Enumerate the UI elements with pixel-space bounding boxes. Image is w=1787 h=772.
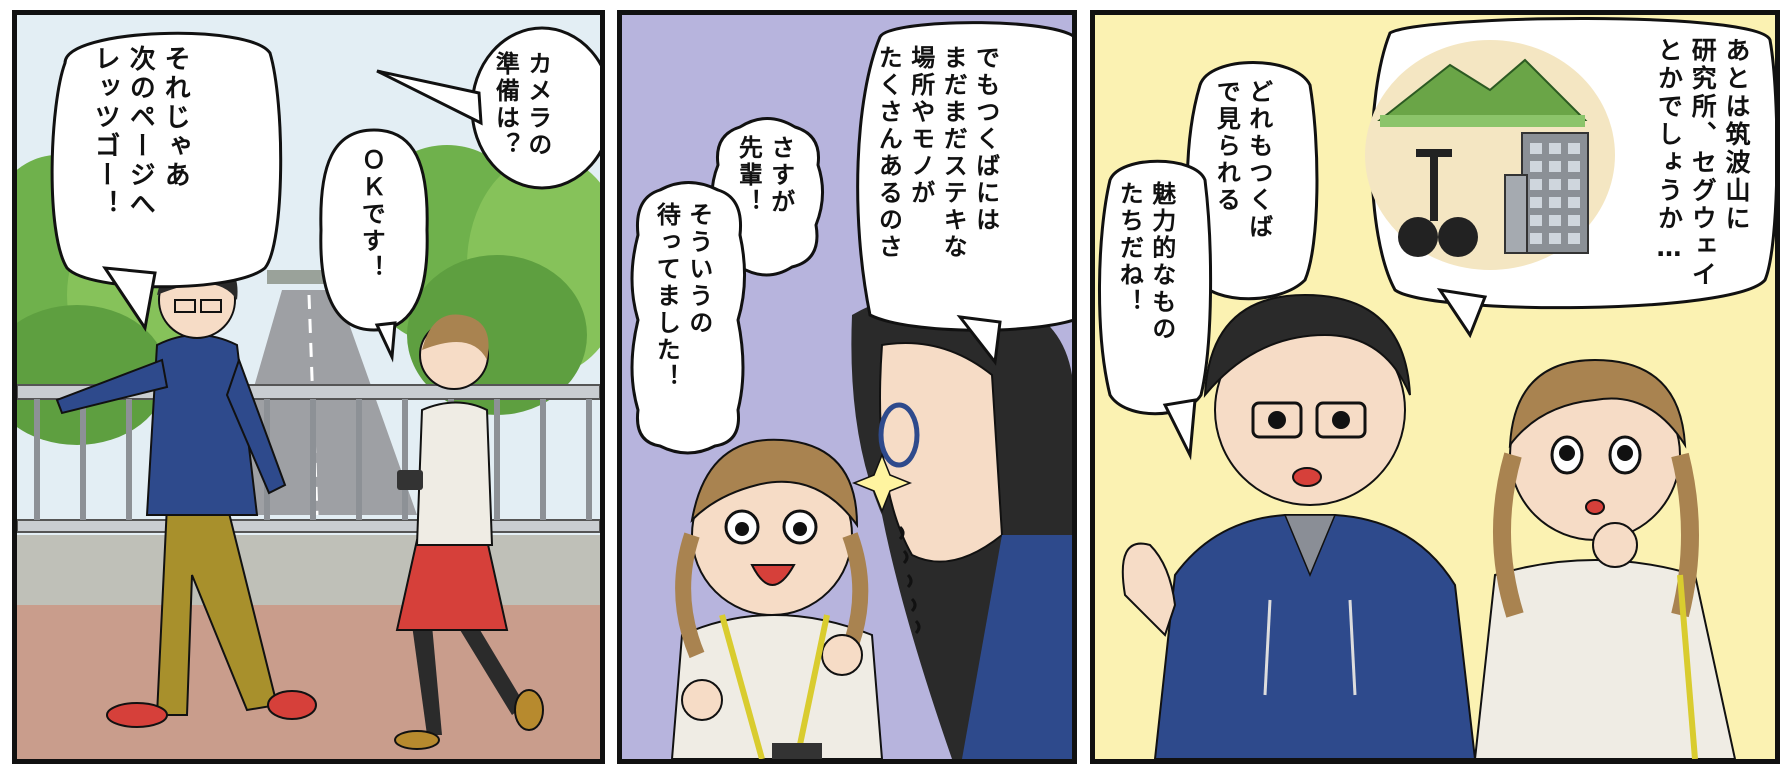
walkway xyxy=(17,605,600,759)
segway-icon xyxy=(1398,149,1478,257)
building-window xyxy=(1568,197,1580,208)
speech-bubble-ato-wa: あとは筑波山に 研究所、セグウェイ とかでしょうか… xyxy=(1350,15,1775,339)
girl-character xyxy=(394,314,544,750)
bubble-text-sasuga: さすが 先輩！ xyxy=(734,135,795,216)
speech-bubble-miryoku: 魅力的なもの たちだね！ xyxy=(1095,155,1213,461)
bubble-illustration-tsukuba-items xyxy=(1365,40,1615,270)
sparkle xyxy=(851,452,913,514)
bubble-text-doremo: どれもつくば で見られる xyxy=(1212,79,1273,241)
thought-bubble-souiu: そういうの 待ってました！ xyxy=(630,180,748,455)
building-window xyxy=(1549,161,1561,172)
building-window xyxy=(1530,161,1542,172)
research-building-icon xyxy=(1504,132,1589,254)
speech-bubble-ok: ＯＫです！ xyxy=(317,125,432,363)
bubble-text-lets-go: それじゃあ 次のページへ レッツゴー！ xyxy=(90,45,191,219)
walkway-curb xyxy=(17,535,600,605)
building-window xyxy=(1568,233,1580,244)
building-window xyxy=(1549,143,1561,154)
bubble-text-ok: ＯＫです！ xyxy=(357,147,386,282)
bubble-text-miryoku: 魅力的なもの たちだね！ xyxy=(1115,181,1176,343)
building-window xyxy=(1530,197,1542,208)
speech-bubble-demo-tsukuba: でもつくばには まだまだステキな 場所やモノが たくさんあるのさ xyxy=(850,17,1072,366)
mount-tsukuba-icon xyxy=(1377,58,1588,127)
speech-bubble-camera: カメラの 準備は？ xyxy=(376,23,600,190)
building-window xyxy=(1568,179,1580,190)
motion-lines xyxy=(898,525,921,635)
bubble-text-souiu: そういうの 待ってました！ xyxy=(652,202,713,391)
speech-bubble-lets-go: それじゃあ 次のページへ レッツゴー！ xyxy=(45,23,285,332)
building-window xyxy=(1530,179,1542,190)
building-window xyxy=(1549,233,1561,244)
building-window xyxy=(1549,215,1561,226)
comic-panel-2: でもつくばには まだまだステキな 場所やモノが たくさんあるのさ さすが 先輩！… xyxy=(617,10,1077,764)
speech-bubble-doremo: どれもつくば で見られる xyxy=(1180,55,1320,301)
panel-1-illustration xyxy=(17,145,600,759)
comic-panel-3: あとは筑波山に 研究所、セグウェイ とかでしょうか… どれもつくば で見られる … xyxy=(1090,10,1780,764)
kouhai-girl-character xyxy=(670,438,884,759)
bubble-text-camera: カメラの 準備は？ xyxy=(491,51,552,159)
building-window xyxy=(1549,179,1561,190)
panel-3-illustration xyxy=(1121,293,1737,759)
building-window xyxy=(1530,215,1542,226)
building-window xyxy=(1568,215,1580,226)
comic-panel-1: カメラの 準備は？ ＯＫです！ それじゃあ 次のページへ レッツゴー！ xyxy=(12,10,605,764)
senpai-character xyxy=(851,290,1072,759)
building-window xyxy=(1530,143,1542,154)
bubble-text-demo-tsukuba: でもつくばには まだまだステキな 場所やモノが たくさんあるのさ xyxy=(874,45,1000,261)
building-window xyxy=(1568,143,1580,154)
bubble-text-ato-wa: あとは筑波山に 研究所、セグウェイ とかでしょうか… xyxy=(1654,37,1752,289)
building-window xyxy=(1549,197,1561,208)
senpai-boy-character xyxy=(1121,293,1477,759)
kouhai-girl-character xyxy=(1473,358,1737,759)
building-window xyxy=(1568,161,1580,172)
panel-2-illustration xyxy=(670,290,1072,759)
building-window xyxy=(1530,233,1542,244)
